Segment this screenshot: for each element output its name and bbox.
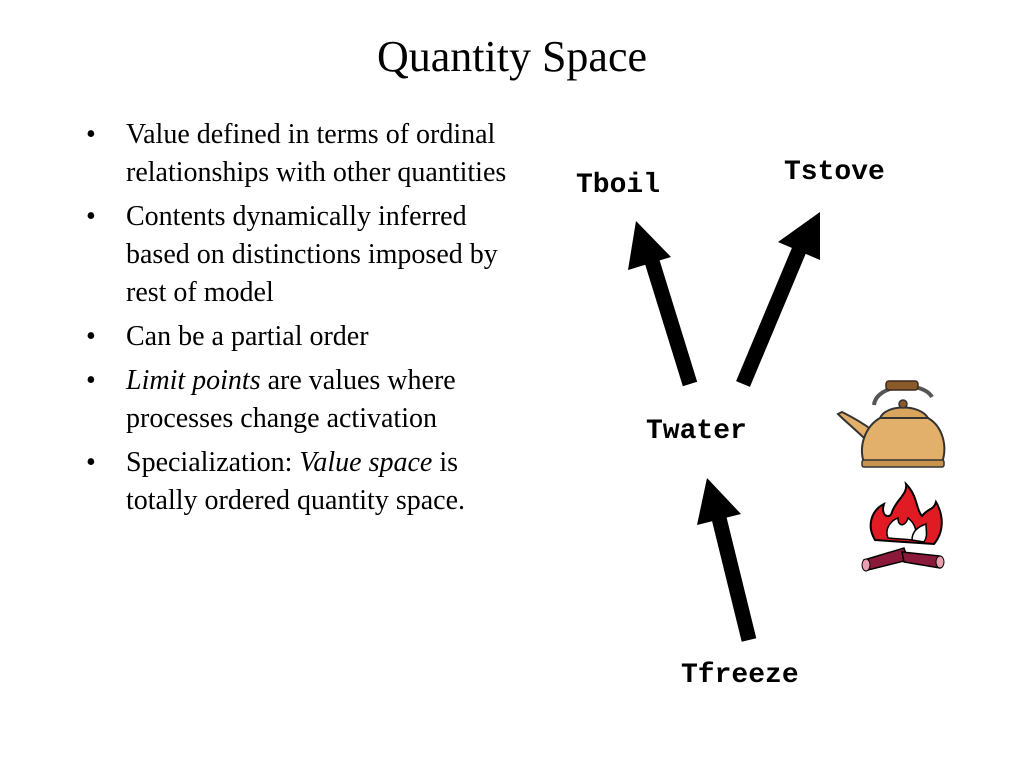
bullet-marker: • <box>86 201 96 232</box>
bullet-lead: Specialization: <box>126 447 300 478</box>
bullet-item: • Contents dynamically inferred based on… <box>86 198 526 312</box>
bullet-item: • Specialization: Value space is totally… <box>86 444 526 520</box>
bullet-text: Can be a partial order <box>126 321 369 352</box>
bullet-item: • Value defined in terms of ordinal rela… <box>86 116 526 192</box>
node-tfreeze: Tfreeze <box>681 660 799 691</box>
slide-title: Quantity Space <box>376 32 648 81</box>
arrow-twater-to-tstove <box>736 212 820 387</box>
arrow-tfreeze-to-twater <box>697 478 757 642</box>
bullet-list: • Value defined in terms of ordinal rela… <box>86 116 526 526</box>
bullet-text: is totally ordered quantity space. <box>126 447 465 516</box>
node-tboil: Tboil <box>576 170 660 201</box>
node-tstove: Tstove <box>784 157 885 188</box>
bullet-marker: • <box>86 321 96 352</box>
bullet-marker: • <box>86 119 96 150</box>
bullet-text: Contents dynamically inferred based on d… <box>126 201 498 308</box>
bullet-emphasis: Limit points <box>126 365 261 396</box>
bullet-emphasis: Value space <box>299 447 433 478</box>
bullet-marker: • <box>86 447 96 478</box>
bullet-item: • Can be a partial order <box>86 318 526 356</box>
kettle-icon <box>836 380 946 468</box>
fire-icon <box>861 480 945 572</box>
bullet-text: Value defined in terms of ordinal relati… <box>126 119 507 188</box>
arrow-twater-to-tboil <box>628 221 698 387</box>
node-twater: Twater <box>646 416 747 447</box>
bullet-marker: • <box>86 365 96 396</box>
bullet-text: are values where processes change activa… <box>126 365 456 434</box>
bullet-item: • Limit points are values where processe… <box>86 362 526 438</box>
